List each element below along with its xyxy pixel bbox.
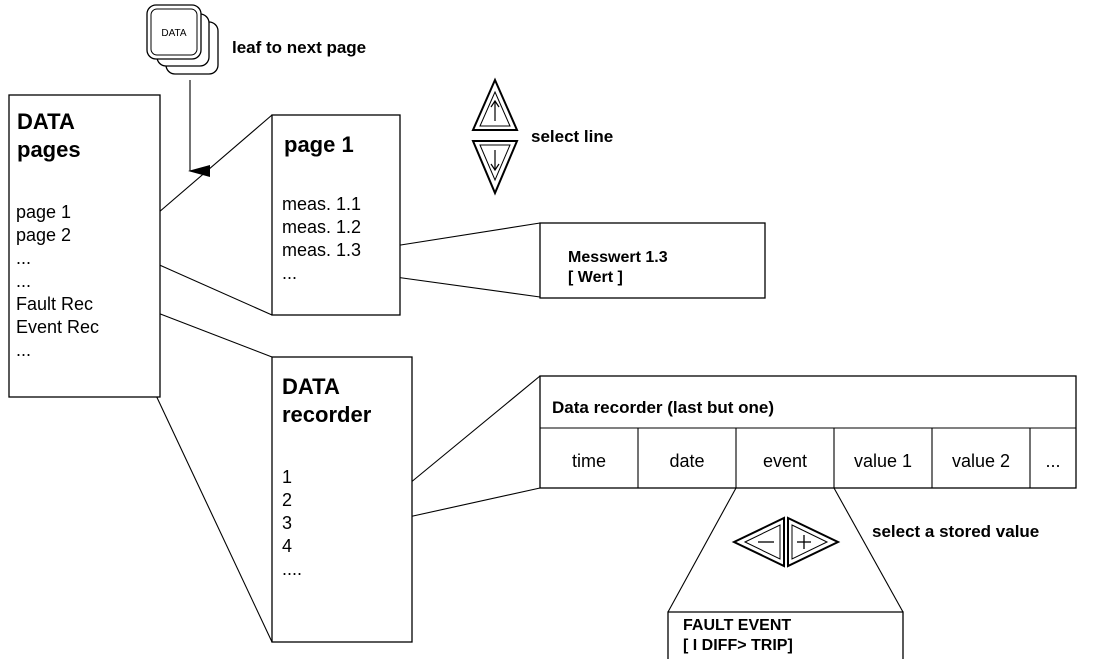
data-key-label: DATA: [161, 28, 187, 39]
messwert-line1: Messwert 1.3: [568, 249, 668, 266]
data-pages-item[interactable]: Event Rec: [16, 317, 99, 337]
page1-item: ...: [282, 263, 297, 283]
data-pages-box: DATA pages page 1 page 2 ... ... Fault R…: [8, 94, 161, 398]
messwert-line2: [ Wert ]: [568, 269, 623, 286]
data-recorder-box: DATA recorder 1 2 3 4 ....: [271, 356, 413, 643]
fault-event-line2: [ I DIFF> TRIP]: [683, 637, 793, 654]
messwert-box: Messwert 1.3 [ Wert ]: [539, 222, 766, 299]
data-pages-item[interactable]: page 2: [16, 225, 71, 245]
fault-event-line1: FAULT EVENT: [683, 617, 791, 634]
select-value-caption: select a stored value: [872, 522, 1039, 541]
data-pages-title-line2: pages: [17, 137, 81, 162]
data-pages-item: ...: [16, 271, 31, 291]
recorder-column: ...: [1045, 451, 1060, 471]
page1-item[interactable]: meas. 1.1: [282, 194, 361, 214]
recorder-item: ....: [282, 559, 302, 579]
select-line-caption: select line: [531, 127, 613, 146]
recorder-item[interactable]: 2: [282, 490, 292, 510]
page1-item[interactable]: meas. 1.3: [282, 240, 361, 260]
recorder-item[interactable]: 4: [282, 536, 292, 556]
page1-title: page 1: [284, 132, 354, 157]
data-pages-item[interactable]: Fault Rec: [16, 294, 93, 314]
recorder-column[interactable]: time: [572, 451, 606, 471]
recorder-column[interactable]: event: [763, 451, 807, 471]
down-key-icon[interactable]: [471, 140, 519, 196]
recorder-item[interactable]: 1: [282, 467, 292, 487]
recorder-table-title: Data recorder (last but one): [552, 398, 774, 417]
recorder-column[interactable]: date: [669, 451, 704, 471]
recorder-column[interactable]: value 2: [952, 451, 1010, 471]
page1-box: page 1 meas. 1.1 meas. 1.2 meas. 1.3 ...: [271, 114, 401, 316]
recorder-title-line2: recorder: [282, 402, 372, 427]
plus-key-icon[interactable]: [787, 516, 841, 568]
recorder-table: Data recorder (last but one) time date e…: [539, 375, 1077, 489]
leaf-caption: leaf to next page: [232, 38, 366, 57]
up-key-icon[interactable]: [471, 77, 519, 131]
data-pages-title-line1: DATA: [17, 109, 75, 134]
recorder-title-line1: DATA: [282, 374, 340, 399]
fault-event-box: FAULT EVENT [ I DIFF> TRIP]: [667, 611, 904, 659]
data-pages-item: ...: [16, 340, 31, 360]
data-key-icon[interactable]: DATA: [146, 4, 219, 75]
data-pages-item[interactable]: page 1: [16, 202, 71, 222]
recorder-item[interactable]: 3: [282, 513, 292, 533]
page1-item[interactable]: meas. 1.2: [282, 217, 361, 237]
minus-key-icon[interactable]: [731, 516, 785, 568]
data-pages-item: ...: [16, 248, 31, 268]
recorder-column[interactable]: value 1: [854, 451, 912, 471]
